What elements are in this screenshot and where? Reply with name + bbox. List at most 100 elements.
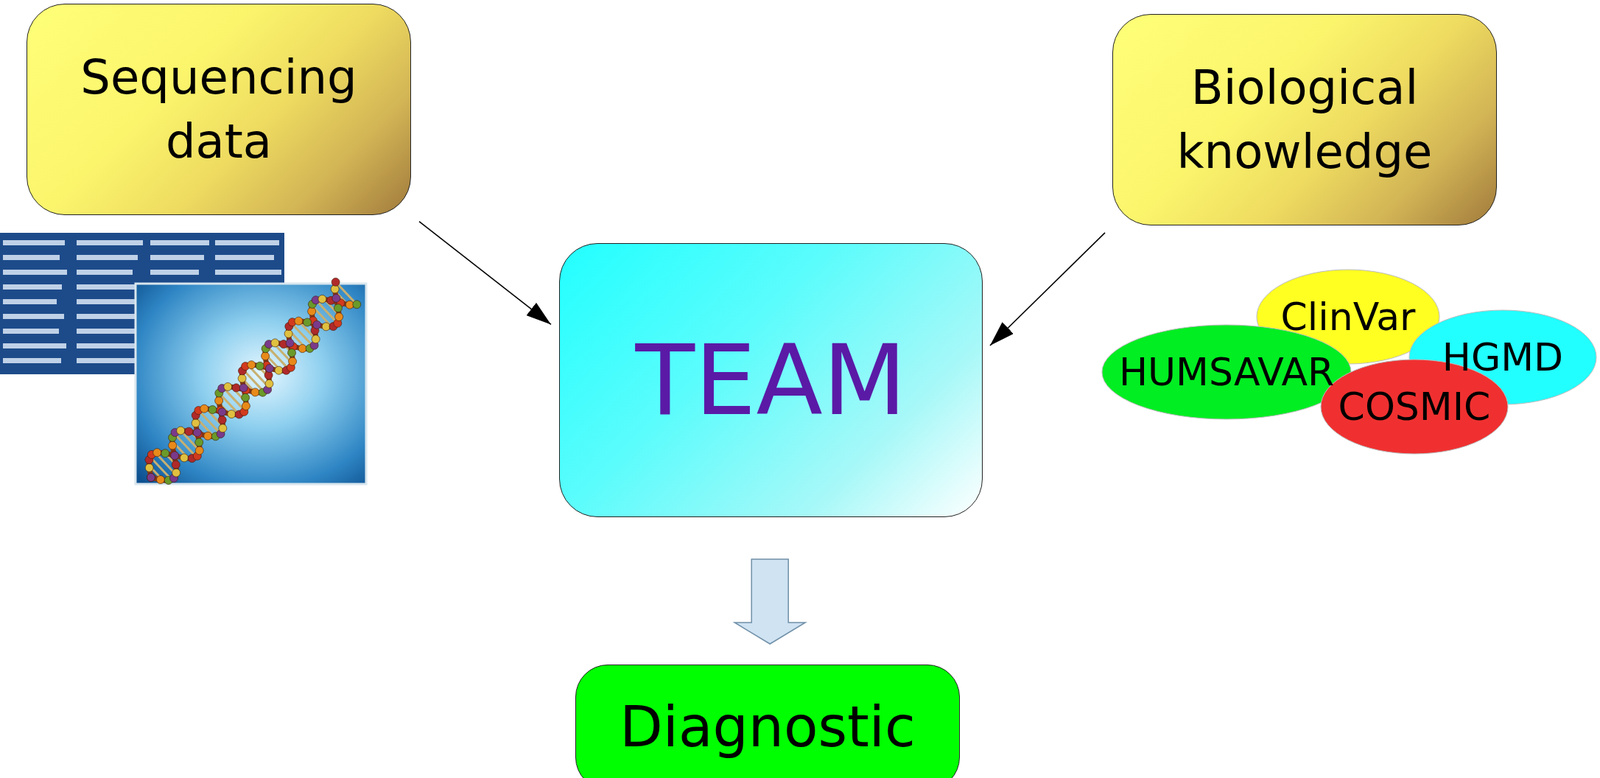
double-helix: [145, 277, 361, 484]
dna-bead: [195, 446, 204, 455]
dna-bead: [333, 304, 342, 313]
result-box: Diagnostic: [575, 664, 960, 778]
dna-bead: [170, 450, 179, 459]
sequence-stroke: [215, 254, 275, 261]
sequence-stroke: [215, 269, 282, 275]
sequence-stroke: [76, 240, 143, 246]
dna-bead: [284, 329, 293, 338]
dna-strand: [151, 299, 357, 481]
dna-bead: [307, 307, 317, 316]
database-label: COSMIC: [1338, 380, 1491, 433]
arrow-connector: [419, 221, 552, 325]
dna-bead: [321, 322, 331, 331]
sequence-stroke: [150, 240, 210, 246]
sequence-stroke: [76, 254, 138, 261]
dna-bead: [170, 451, 180, 460]
dna-bead: [241, 393, 250, 402]
dna-bead: [147, 473, 156, 482]
dna-bead: [294, 316, 303, 325]
dna-bead: [223, 382, 233, 391]
dna-bead: [285, 338, 294, 347]
dna-bead: [313, 320, 322, 329]
dna-bead: [265, 379, 274, 388]
box-label: Diagnostic: [619, 689, 915, 766]
sequence-stroke: [2, 269, 68, 275]
dna-bead: [180, 453, 189, 462]
dna-bead: [251, 388, 260, 397]
dna-bead: [176, 426, 185, 435]
ellipse-shape: [1102, 324, 1352, 420]
process-box: TEAM: [559, 243, 983, 518]
ellipse-shape: [1320, 359, 1508, 454]
dna-bead: [288, 357, 297, 366]
sequence-stroke: [2, 328, 59, 334]
arrow-connector: [990, 232, 1105, 346]
sequence-stroke: [2, 343, 67, 349]
dna-bead: [218, 408, 227, 417]
dna-bead: [145, 463, 154, 472]
dna-bead: [195, 438, 204, 447]
dna-bead: [161, 449, 170, 458]
dna-bead: [303, 318, 312, 327]
dna-bead: [232, 383, 241, 392]
sequence-stroke: [76, 299, 135, 305]
box-label: Sequencing data: [56, 45, 381, 174]
sequence-stroke: [2, 284, 62, 290]
sequence-stroke: [76, 343, 145, 349]
sequence-stroke: [76, 313, 143, 319]
box-label: Biological knowledge: [1142, 55, 1467, 184]
dna-bead: [239, 383, 248, 392]
dna-bead: [172, 468, 181, 477]
dna-bead: [200, 404, 209, 413]
input-box: Biological knowledge: [1112, 13, 1497, 226]
dna-bead: [265, 364, 274, 373]
dna-bead: [255, 361, 264, 370]
sequence-stroke: [150, 254, 205, 261]
dna-bead: [168, 441, 177, 450]
dna-bead: [311, 335, 320, 344]
sequence-stroke: [2, 299, 57, 305]
sequence-stroke: [2, 313, 65, 319]
dna-bead: [318, 294, 327, 303]
database-label: ClinVar: [1281, 290, 1416, 343]
dna-bead: [261, 352, 270, 361]
dna-bead: [335, 313, 344, 322]
dna-bead: [332, 293, 341, 303]
dna-bead: [147, 473, 156, 482]
database-label: HGMD: [1442, 331, 1564, 384]
dna-bead: [191, 419, 200, 428]
dna-bead: [274, 366, 283, 375]
dna-bead: [298, 344, 307, 353]
dna-bead: [193, 428, 202, 437]
dna-bead: [184, 427, 194, 436]
sequence-stroke: [2, 358, 62, 364]
dna-photo: [135, 283, 367, 484]
sequence-stroke: [150, 269, 199, 275]
block-arrow: [734, 559, 806, 644]
dna-bead: [288, 348, 297, 357]
dna-bead: [153, 448, 162, 457]
dna-bead: [204, 431, 213, 440]
dna-strand: [148, 282, 339, 478]
dna-bead: [218, 424, 227, 433]
dna-bead: [237, 374, 247, 383]
dna-bead: [215, 396, 224, 405]
database-label: HUMSAVAR: [1118, 346, 1335, 398]
dna-bead: [208, 405, 217, 414]
dna-bead: [247, 360, 256, 370]
dna-bead: [171, 460, 180, 469]
dna-bead: [218, 415, 227, 424]
sequence-stroke: [76, 328, 138, 334]
dna-bead: [331, 277, 340, 286]
input-box: Sequencing data: [26, 3, 412, 216]
dna-bead: [227, 410, 236, 419]
sequence-stroke: [215, 240, 280, 246]
sequence-stroke: [2, 254, 60, 261]
sequence-stroke: [76, 269, 133, 275]
dna-bead: [156, 475, 165, 484]
dna-bead: [241, 402, 250, 411]
sequence-stroke: [2, 240, 65, 246]
dna-bead: [352, 300, 361, 309]
box-label: TEAM: [634, 314, 907, 446]
